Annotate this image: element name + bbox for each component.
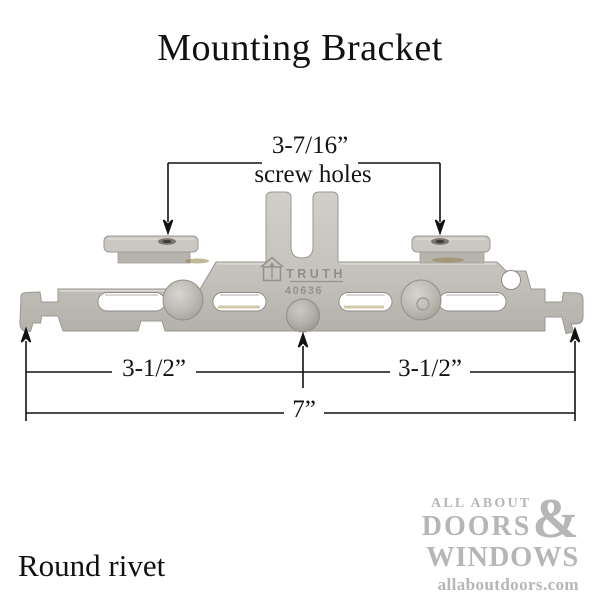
arrow-up-center [297,331,309,348]
right-rivet [400,279,442,321]
bottom-dimension-lines [20,326,581,421]
brand-stamp-text: TRUTH [286,267,346,281]
page-title: Mounting Bracket [157,27,443,69]
dimension-overall-width: 7” [292,396,316,423]
watermark-website: allaboutdoors.com [437,574,579,594]
watermark-logo: ALL ABOUT DOORS & WINDOWS allaboutdoors.… [422,488,579,594]
watermark-line-windows: WINDOWS [426,542,579,573]
brand-stamp: TRUTH 40636 [260,256,346,297]
arrow-down-right [434,219,446,236]
left-rivet [162,279,204,321]
left-screw-tab [103,235,209,264]
truth-logo-icon [260,256,284,268]
arrow-up-left [20,326,32,343]
right-screw-tab [411,235,491,264]
round-rivet-caption: Round rivet [18,548,166,583]
dimension-screw-holes-value: 3-7/16” [271,132,349,159]
arrow-down-left [162,219,174,236]
watermark-logo-lines: ALL ABOUT DOORS [422,497,532,541]
watermark-logo-top: ALL ABOUT DOORS & [422,488,579,550]
dimension-right-half: 3-1/2” [398,355,462,382]
round-hole [501,270,521,290]
dimension-left-half: 3-1/2” [122,355,186,382]
adjustment-slots [97,292,507,312]
center-round-rivet [286,298,320,333]
part-number-text: 40636 [285,285,323,297]
watermark-line-doors: DOORS [421,511,532,542]
dimension-screw-holes-label: screw holes [254,161,372,188]
arrow-up-right [569,326,581,343]
watermark-line-all-about: ALL ABOUT [431,496,532,511]
top-dimension-lines [162,162,446,236]
watermark-ampersand: & [532,488,579,550]
